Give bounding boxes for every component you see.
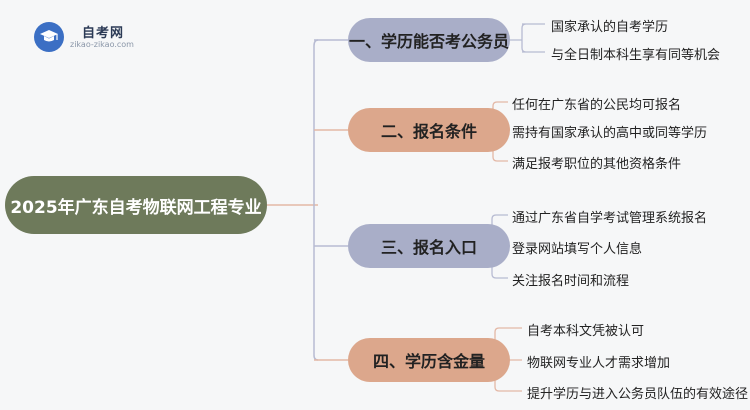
- root-node[interactable]: 2025年广东自考物联网工程专业: [5, 176, 267, 234]
- leaf-node: 物联网专业人才需求增加: [527, 356, 671, 371]
- leaf-node: 需持有国家承认的高中或同等学历: [512, 126, 708, 141]
- logo-url: zikao-zikao.com: [70, 40, 134, 49]
- leaf-node: 通过广东省自学考试管理系统报名: [512, 211, 708, 226]
- leaf-node: 国家承认的自考学历: [551, 20, 669, 35]
- site-logo[interactable]: 自考网 zikao-zikao.com: [34, 20, 164, 54]
- logo-name: 自考网: [82, 26, 125, 41]
- branch-node-1[interactable]: 一、学历能否考公务员: [348, 18, 510, 62]
- branch-node-2[interactable]: 二、报名条件: [348, 108, 510, 152]
- branch-1-bracket: [510, 23, 545, 53]
- leaf-node: 提升学历与进入公务员队伍的有效途径: [527, 387, 749, 402]
- branch-node-4[interactable]: 四、学历含金量: [348, 338, 510, 382]
- leaf-node: 满足报考职位的其他资格条件: [512, 157, 682, 172]
- leaf-node: 任何在广东省的公民均可报名: [512, 98, 682, 113]
- leaf-node: 登录网站填写个人信息: [512, 242, 643, 257]
- leaf-node: 自考本科文凭被认可: [527, 324, 645, 339]
- graduation-cap-icon: [34, 22, 64, 52]
- leaf-node: 与全日制本科生享有同等机会: [551, 48, 721, 63]
- leaf-node: 关注报名时间和流程: [512, 274, 630, 289]
- branch-node-3[interactable]: 三、报名入口: [348, 224, 510, 268]
- trunk-line: [313, 39, 319, 361]
